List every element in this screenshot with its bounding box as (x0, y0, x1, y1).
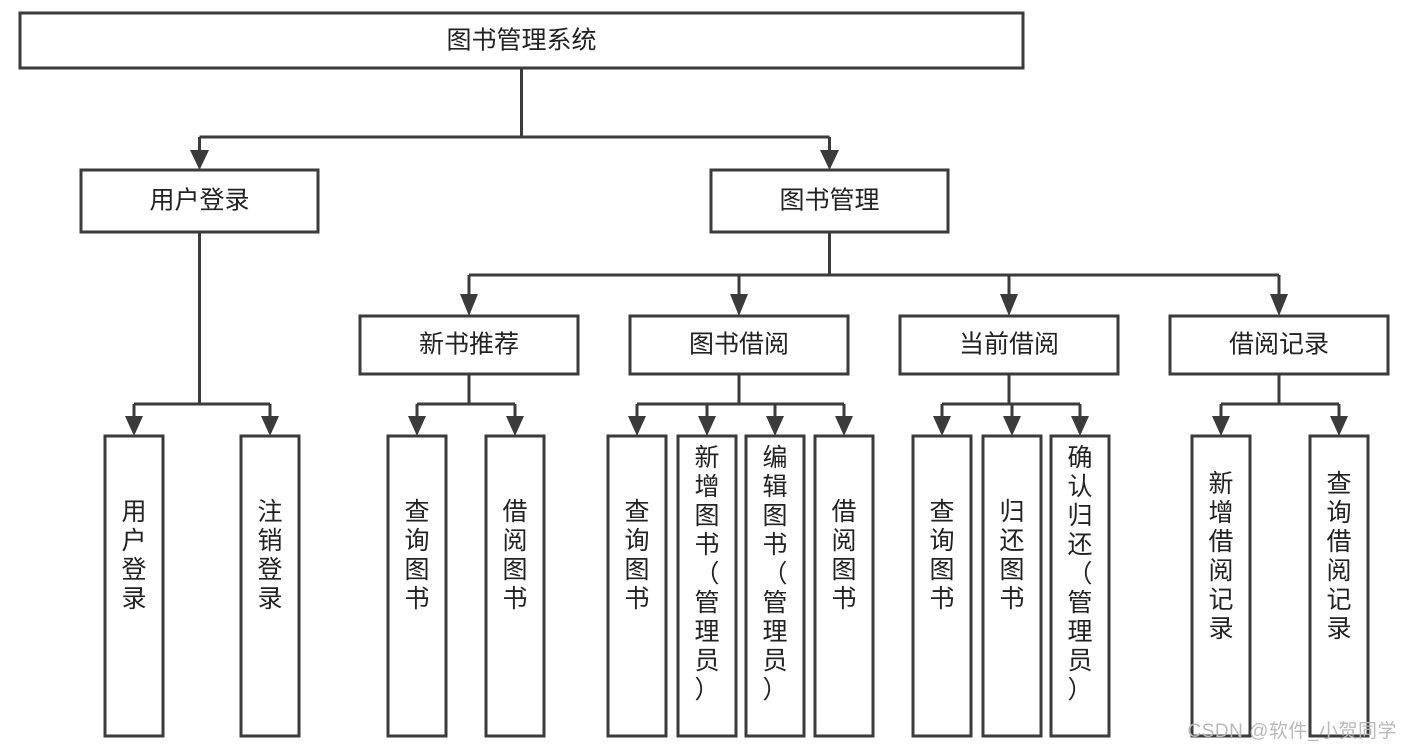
arrow-head-icon (1330, 416, 1348, 436)
node-current-borrow-box[interactable] (898, 314, 1120, 376)
node-borrow-record-label: 借阅记录 (1229, 331, 1329, 359)
connector-layer (125, 68, 1348, 436)
node-leaf-query-book-2-box[interactable] (606, 434, 668, 738)
node-leaf-add-borrow-record-label: 新增借阅记录 (1208, 470, 1233, 643)
node-leaf-confirm-return-admin-label: 确认归还（管理员） (1067, 444, 1092, 704)
arrow-head-icon (835, 416, 853, 436)
arrow-head-icon (1071, 416, 1089, 436)
watermark: CSDN @软件_小贺同学 (1187, 721, 1397, 742)
arrow-head-icon (933, 416, 951, 436)
node-leaf-confirm-return-admin[interactable]: 确认归还（管理员） (1049, 434, 1111, 738)
arrow-head-icon (1212, 416, 1230, 436)
node-leaf-query-book-3-box[interactable] (911, 434, 973, 738)
node-root-system-label: 图书管理系统 (446, 27, 596, 55)
arrow-head-icon (766, 416, 784, 436)
arrow-head-icon (730, 294, 748, 316)
node-leaf-borrow-book-2-label: 借阅图书 (831, 498, 856, 613)
node-leaf-borrow-book-2-box[interactable] (813, 434, 875, 738)
node-leaf-query-book-3[interactable]: 查询图书 (911, 434, 973, 738)
arrow-head-icon (506, 416, 524, 436)
node-leaf-add-book-admin[interactable]: 新增图书（管理员） (676, 434, 738, 738)
node-leaf-query-book-2-label: 查询图书 (624, 498, 649, 613)
node-leaf-query-borrow-record-label: 查询借阅记录 (1326, 470, 1351, 643)
node-leaf-add-book-admin-label: 新增图书（管理员） (694, 444, 719, 704)
node-book-borrow-box[interactable] (628, 314, 850, 376)
node-leaf-query-book-1-label: 查询图书 (404, 498, 429, 613)
node-user-login[interactable]: 用户登录 (79, 168, 320, 234)
node-leaf-query-book-2[interactable]: 查询图书 (606, 434, 668, 738)
node-leaf-edit-book-admin-label: 编辑图书（管理员） (762, 444, 787, 704)
node-leaf-add-borrow-record-box[interactable] (1190, 434, 1252, 738)
arrow-head-icon (261, 416, 279, 436)
node-user-login-box[interactable] (79, 168, 320, 234)
arrow-head-icon (1270, 294, 1288, 316)
node-user-login-label: 用户登录 (149, 187, 249, 215)
node-leaf-edit-book-admin[interactable]: 编辑图书（管理员） (744, 434, 806, 738)
node-new-book-recommend-box[interactable] (358, 314, 580, 376)
node-leaf-logout-label: 注销登录 (257, 498, 282, 613)
arrow-head-icon (408, 416, 426, 436)
node-leaf-add-book-admin-box[interactable] (676, 434, 738, 738)
node-leaf-borrow-book-2[interactable]: 借阅图书 (813, 434, 875, 738)
node-leaf-user-login-label: 用户登录 (121, 498, 146, 613)
node-leaf-user-login-box[interactable] (103, 434, 165, 738)
arrow-head-icon (698, 416, 716, 436)
node-leaf-query-borrow-record[interactable]: 查询借阅记录 (1308, 434, 1370, 738)
arrow-head-icon (1003, 416, 1021, 436)
arrow-head-icon (190, 150, 209, 170)
node-new-book-recommend[interactable]: 新书推荐 (358, 314, 580, 376)
arrow-head-icon (820, 150, 839, 170)
node-current-borrow[interactable]: 当前借阅 (898, 314, 1120, 376)
node-leaf-edit-book-admin-box[interactable] (744, 434, 806, 738)
node-borrow-record-box[interactable] (1168, 314, 1390, 376)
node-leaf-logout[interactable]: 注销登录 (239, 434, 301, 738)
arrow-head-icon (460, 294, 478, 316)
node-leaf-query-book-3-label: 查询图书 (929, 498, 954, 613)
node-current-borrow-label: 当前借阅 (959, 331, 1059, 359)
node-book-borrow[interactable]: 图书借阅 (628, 314, 850, 376)
node-leaf-logout-box[interactable] (239, 434, 301, 738)
node-root-system-box[interactable] (18, 11, 1025, 70)
arrow-head-icon (125, 416, 143, 436)
node-book-management-box[interactable] (709, 168, 950, 234)
node-leaf-query-book-1[interactable]: 查询图书 (386, 434, 448, 738)
node-leaf-borrow-book-1[interactable]: 借阅图书 (484, 434, 546, 738)
arrow-head-icon (1000, 294, 1018, 316)
node-leaf-return-book[interactable]: 归还图书 (981, 434, 1043, 738)
node-leaf-query-borrow-record-box[interactable] (1308, 434, 1370, 738)
node-leaf-user-login[interactable]: 用户登录 (103, 434, 165, 738)
node-new-book-recommend-label: 新书推荐 (419, 331, 519, 359)
node-leaf-add-borrow-record[interactable]: 新增借阅记录 (1190, 434, 1252, 738)
node-root-system[interactable]: 图书管理系统 (18, 11, 1025, 70)
arrow-head-icon (628, 416, 646, 436)
node-book-management-label: 图书管理 (779, 187, 879, 215)
node-leaf-query-book-1-box[interactable] (386, 434, 448, 738)
node-leaf-borrow-book-1-box[interactable] (484, 434, 546, 738)
node-leaf-borrow-book-1-label: 借阅图书 (502, 498, 527, 613)
node-book-management[interactable]: 图书管理 (709, 168, 950, 234)
node-leaf-confirm-return-admin-box[interactable] (1049, 434, 1111, 738)
node-leaf-return-book-label: 归还图书 (999, 498, 1024, 613)
node-book-borrow-label: 图书借阅 (689, 331, 789, 359)
node-leaf-return-book-box[interactable] (981, 434, 1043, 738)
node-borrow-record[interactable]: 借阅记录 (1168, 314, 1390, 376)
